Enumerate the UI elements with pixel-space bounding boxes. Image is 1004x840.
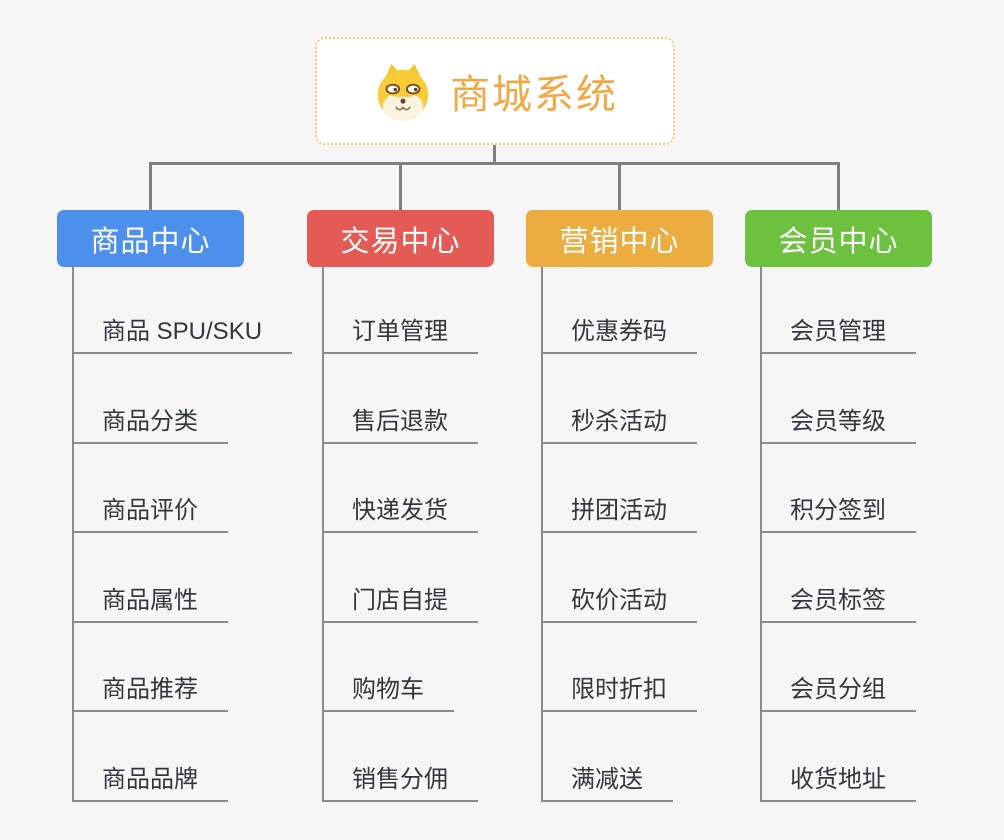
root-title: 商城系统 xyxy=(450,73,618,117)
child-topic[interactable]: 购物车 xyxy=(324,623,454,712)
child-topic[interactable]: 商品品牌 xyxy=(74,712,228,802)
branch-node[interactable]: 交易中心 xyxy=(307,210,494,267)
child-topic[interactable]: 会员等级 xyxy=(762,354,916,444)
connector-root-stem xyxy=(493,145,496,163)
child-topic[interactable]: 满减送 xyxy=(543,712,673,802)
dog-face-icon xyxy=(377,63,429,122)
child-topic[interactable]: 会员标签 xyxy=(762,533,916,623)
branch-node[interactable]: 会员中心 xyxy=(745,210,932,267)
child-topic[interactable]: 拼团活动 xyxy=(543,444,697,533)
child-topic[interactable]: 商品分类 xyxy=(74,354,228,444)
child-topic[interactable]: 限时折扣 xyxy=(543,623,697,712)
child-topic[interactable]: 商品 SPU/SKU xyxy=(74,267,293,354)
connector-drop xyxy=(618,162,621,211)
child-topic[interactable]: 商品属性 xyxy=(74,533,228,623)
connector-drop xyxy=(399,162,402,211)
child-topic[interactable]: 收货地址 xyxy=(762,712,916,802)
branch-node[interactable]: 商品中心 xyxy=(57,210,244,267)
branch-children-column: 会员管理会员等级积分签到会员标签会员分组收货地址 xyxy=(760,267,916,802)
branch-children-column: 优惠券码秒杀活动拼团活动砍价活动限时折扣满减送 xyxy=(541,267,697,802)
child-topic[interactable]: 门店自提 xyxy=(324,533,478,623)
child-topic[interactable]: 砍价活动 xyxy=(543,533,697,623)
child-topic[interactable]: 积分签到 xyxy=(762,444,916,533)
child-topic[interactable]: 优惠券码 xyxy=(543,267,697,354)
connector-drop xyxy=(149,162,152,211)
branch-label: 交易中心 xyxy=(340,225,461,258)
connector-crossbar xyxy=(149,162,840,165)
branch-children-column: 订单管理售后退款快递发货门店自提购物车销售分佣 xyxy=(322,267,478,802)
root-node[interactable]: 商城系统 xyxy=(315,37,675,145)
connector-drop xyxy=(837,162,840,211)
branch-node[interactable]: 营销中心 xyxy=(526,210,713,267)
child-topic[interactable]: 会员分组 xyxy=(762,623,916,712)
branch-label: 会员中心 xyxy=(778,225,899,258)
child-topic[interactable]: 会员管理 xyxy=(762,267,916,354)
branch-label: 商品中心 xyxy=(90,225,211,258)
child-topic[interactable]: 订单管理 xyxy=(324,267,478,354)
child-topic[interactable]: 秒杀活动 xyxy=(543,354,697,444)
child-topic[interactable]: 商品推荐 xyxy=(74,623,228,712)
branch-label: 营销中心 xyxy=(559,225,680,258)
child-topic[interactable]: 销售分佣 xyxy=(324,712,478,802)
child-topic[interactable]: 商品评价 xyxy=(74,444,228,533)
child-topic[interactable]: 售后退款 xyxy=(324,354,478,444)
child-topic[interactable]: 快递发货 xyxy=(324,444,478,533)
